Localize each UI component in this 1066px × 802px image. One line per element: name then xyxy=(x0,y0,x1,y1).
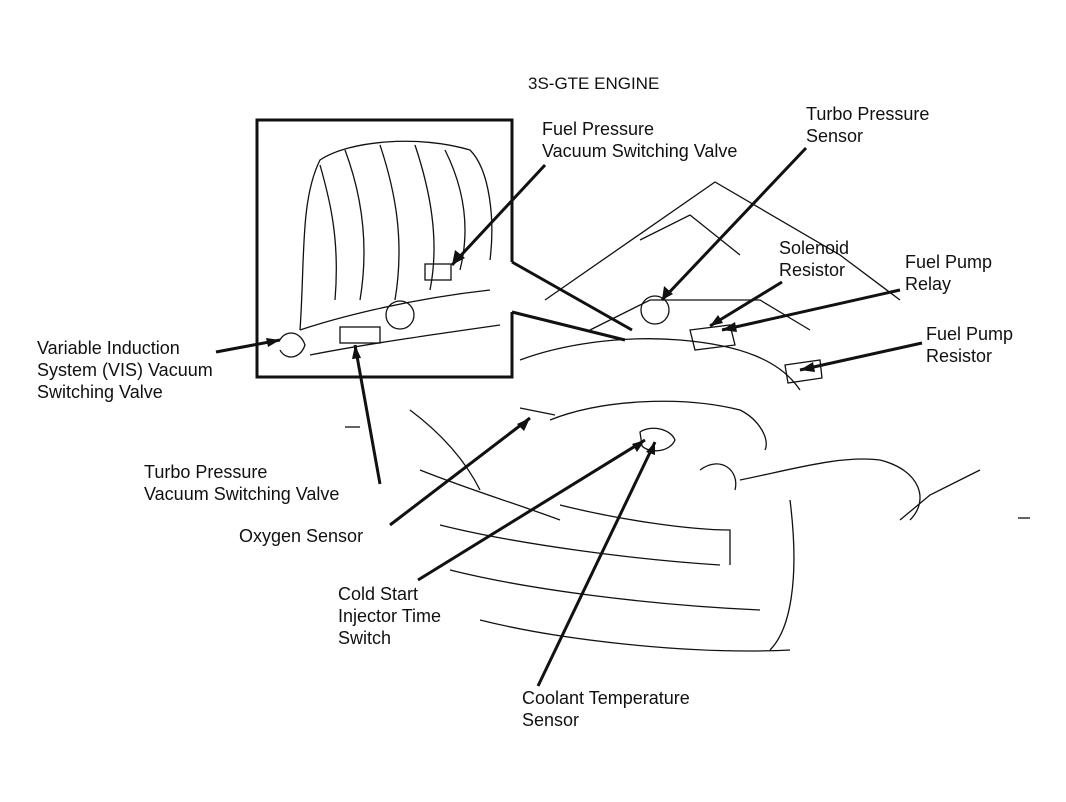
leader-fuel-pump-relay xyxy=(721,288,901,332)
leader-fuel-pressure-vsv xyxy=(450,163,547,267)
leader-cold-start-switch xyxy=(417,438,646,582)
leader-solenoid-resistor xyxy=(709,280,783,328)
leader-lines xyxy=(215,146,923,687)
leader-turbo-pressure-vsv xyxy=(353,344,382,485)
leader-oxygen-sensor xyxy=(389,416,531,527)
leader-fuel-pump-resistor xyxy=(799,341,923,372)
intake-manifold-sketch xyxy=(279,140,501,358)
car-body-sketch xyxy=(345,181,1030,652)
leader-turbo-pressure-sensor xyxy=(660,146,808,302)
leader-coolant-temp-sensor xyxy=(536,441,657,687)
arrow-heads xyxy=(266,250,815,455)
diagram-title: 3S-GTE ENGINE xyxy=(528,74,660,93)
label-oxygen-sensor: Oxygen Sensor xyxy=(239,526,364,546)
